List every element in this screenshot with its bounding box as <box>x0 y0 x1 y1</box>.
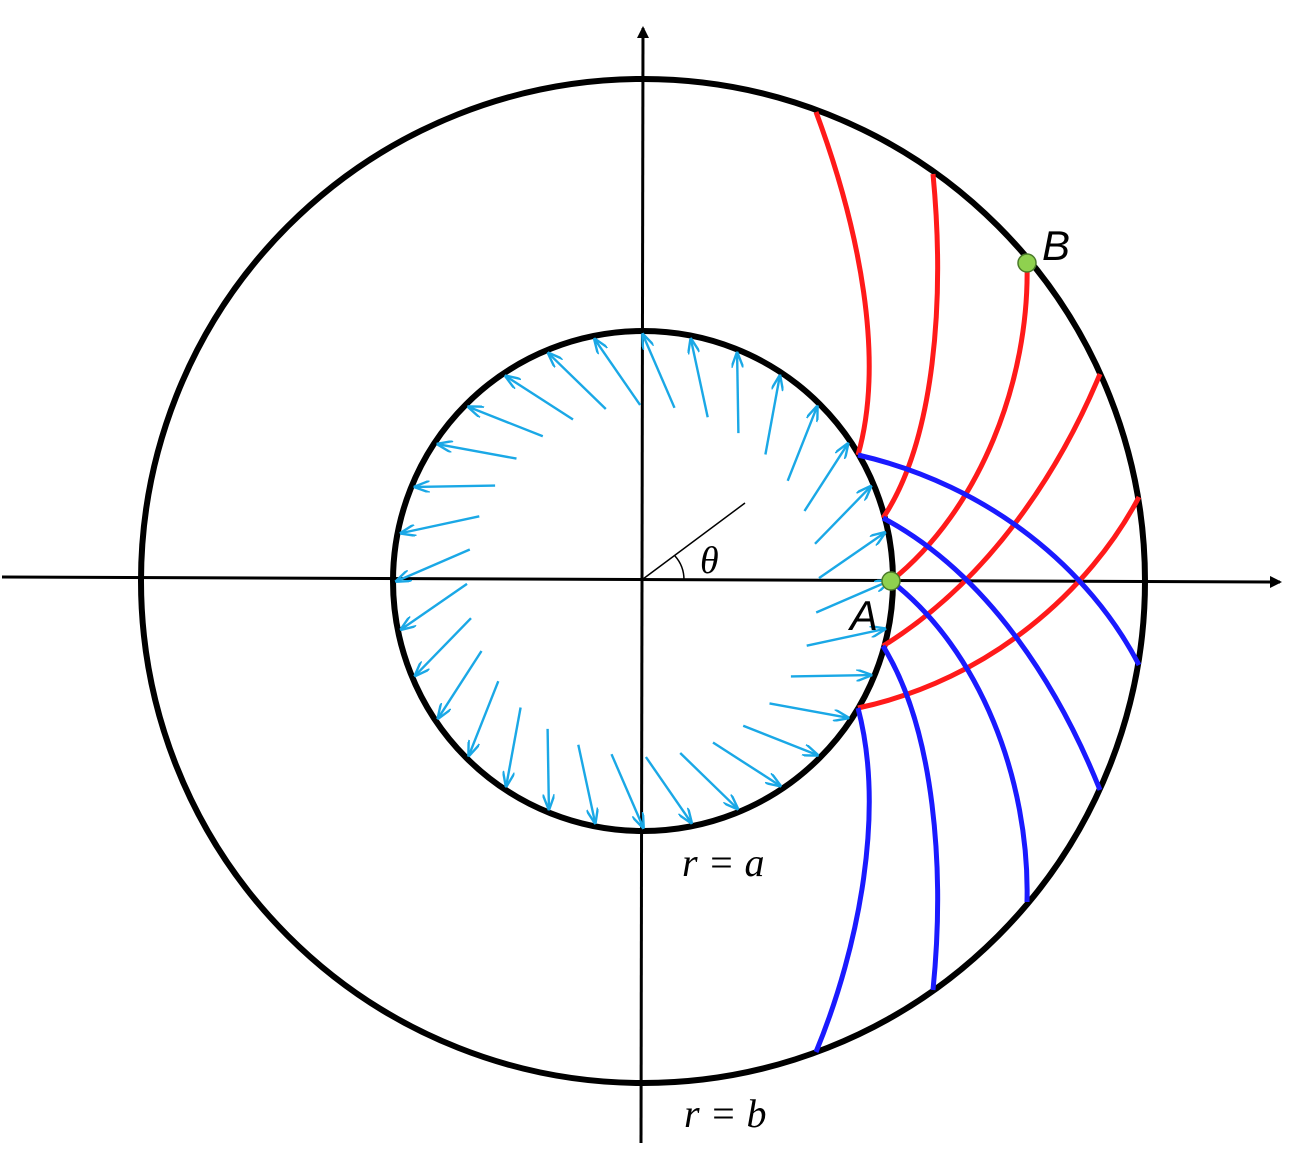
pressure-arrow <box>764 377 779 455</box>
pressure-arrow <box>803 444 848 512</box>
pressure-arrow <box>806 629 885 647</box>
red-curve-2 <box>880 173 941 520</box>
pressure-arrow <box>679 752 737 808</box>
red-curve-5 <box>857 495 1142 711</box>
blue-curve-2 <box>881 515 1103 791</box>
pressure-arrow <box>506 707 522 786</box>
point-b <box>1017 253 1037 273</box>
pressure-arrow <box>416 486 496 487</box>
pressure-arrow <box>691 340 709 418</box>
point-a-label: A <box>847 592 878 639</box>
pressure-arrow <box>769 702 848 717</box>
blue-curve-1 <box>857 452 1142 667</box>
pressure-arrow <box>790 675 870 676</box>
pressure-arrow <box>506 377 574 421</box>
blue-curve-3 <box>889 579 1030 903</box>
pressure-arrow <box>402 515 480 533</box>
pressure-arrows <box>397 335 889 827</box>
pressure-arrow <box>737 354 738 434</box>
pressure-arrow <box>595 340 642 406</box>
blue-curves <box>813 452 1142 1053</box>
red-curve-4 <box>881 373 1103 649</box>
pressure-arrow <box>814 487 870 545</box>
pressure-arrow <box>712 741 780 786</box>
pressure-arrow <box>439 444 517 460</box>
theta-arc <box>674 555 685 581</box>
pressure-arrow <box>416 617 472 675</box>
pressure-arrow <box>577 744 595 823</box>
y-axis <box>636 26 649 1144</box>
theta-label: θ <box>700 540 719 582</box>
outer-circle <box>138 76 1148 1086</box>
red-curve-1 <box>813 111 872 456</box>
inner-radius-label: r = a <box>682 840 765 885</box>
outer-radius-label: r = b <box>684 1091 767 1136</box>
pressure-arrow <box>397 548 471 582</box>
pressure-arrow <box>549 354 607 410</box>
red-curve-3 <box>889 262 1030 583</box>
pressure-arrow <box>818 533 884 580</box>
pressure-arrow <box>469 680 500 755</box>
pressure-arrow <box>742 724 817 755</box>
point-b-label: B <box>1042 222 1070 269</box>
pressure-arrow <box>439 650 483 718</box>
pressure-arrow <box>548 728 549 808</box>
red-curves <box>813 111 1142 711</box>
pressure-arrow <box>402 582 468 629</box>
theta-ray <box>642 502 746 580</box>
pressure-arrow <box>469 407 544 438</box>
pressure-arrow <box>815 581 889 614</box>
pressure-arrow <box>786 407 817 482</box>
pressure-arrow <box>644 756 691 822</box>
pressure-arrow <box>643 335 676 409</box>
pressure-arrow <box>610 753 644 827</box>
blue-curve-5 <box>813 707 872 1053</box>
point-a <box>881 571 901 591</box>
blue-curve-4 <box>880 644 941 991</box>
